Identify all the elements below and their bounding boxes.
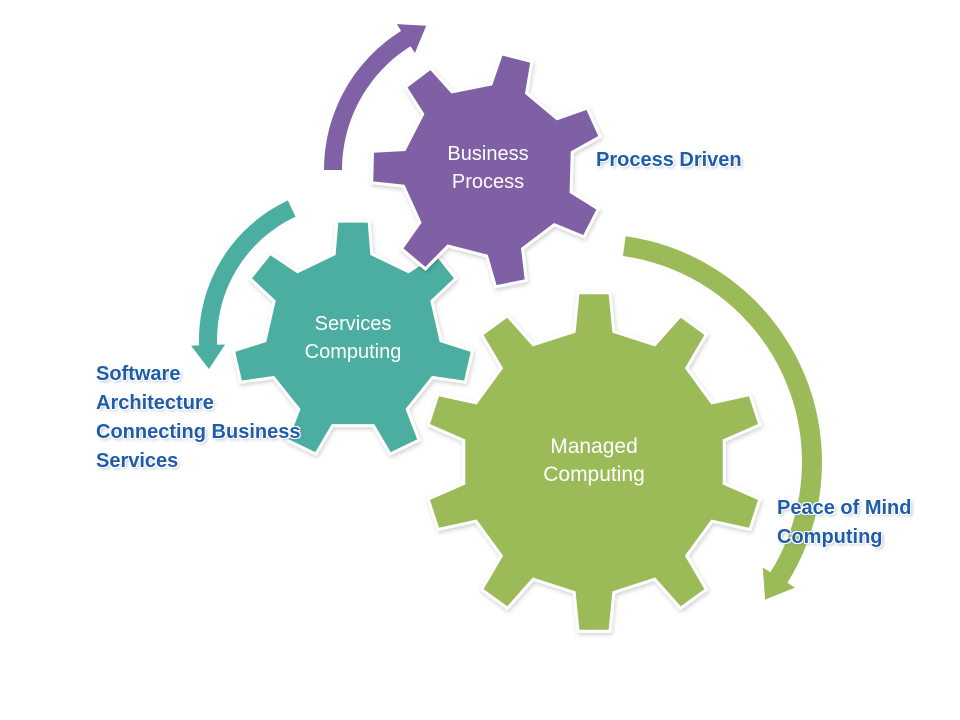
managed-gear-label-line-1: Managed <box>550 435 638 458</box>
business-gear-label-line-2: Process <box>452 171 524 193</box>
services-gear-label-line-1: Services <box>315 313 392 335</box>
peace-line-2: Computing <box>777 526 883 548</box>
peace-line-1: Peace of Mind <box>777 497 912 519</box>
process-driven-line: Process Driven <box>596 149 742 171</box>
business-gear-label-line-1: Business <box>447 143 528 165</box>
purple-cycle-arrow <box>324 24 427 170</box>
managed-gear-label-line-2: Computing <box>543 463 645 486</box>
software-line-2: Architecture <box>96 392 214 414</box>
software-line-3: Connecting Business <box>96 421 301 443</box>
teal-cycle-arrow <box>191 200 296 369</box>
green-arrow-shape <box>622 236 822 600</box>
purple-arrow-shape <box>324 24 427 170</box>
managed-computing-gear: Managed Computing <box>426 291 762 633</box>
software-line-4: Services <box>96 450 179 472</box>
software-line-1: Software <box>96 363 181 385</box>
process-driven-label: Process Driven <box>596 146 742 175</box>
green-cycle-arrow <box>622 236 822 600</box>
software-architecture-label: Software Architecture Connecting Busines… <box>96 360 300 476</box>
peace-of-mind-label: Peace of Mind Computing <box>777 494 911 552</box>
business-process-gear: Business Process <box>370 52 603 289</box>
services-gear-label-line-2: Computing <box>305 341 402 363</box>
teal-arrow-shape <box>191 200 296 369</box>
services-computing-gear: Services Computing <box>231 219 475 457</box>
